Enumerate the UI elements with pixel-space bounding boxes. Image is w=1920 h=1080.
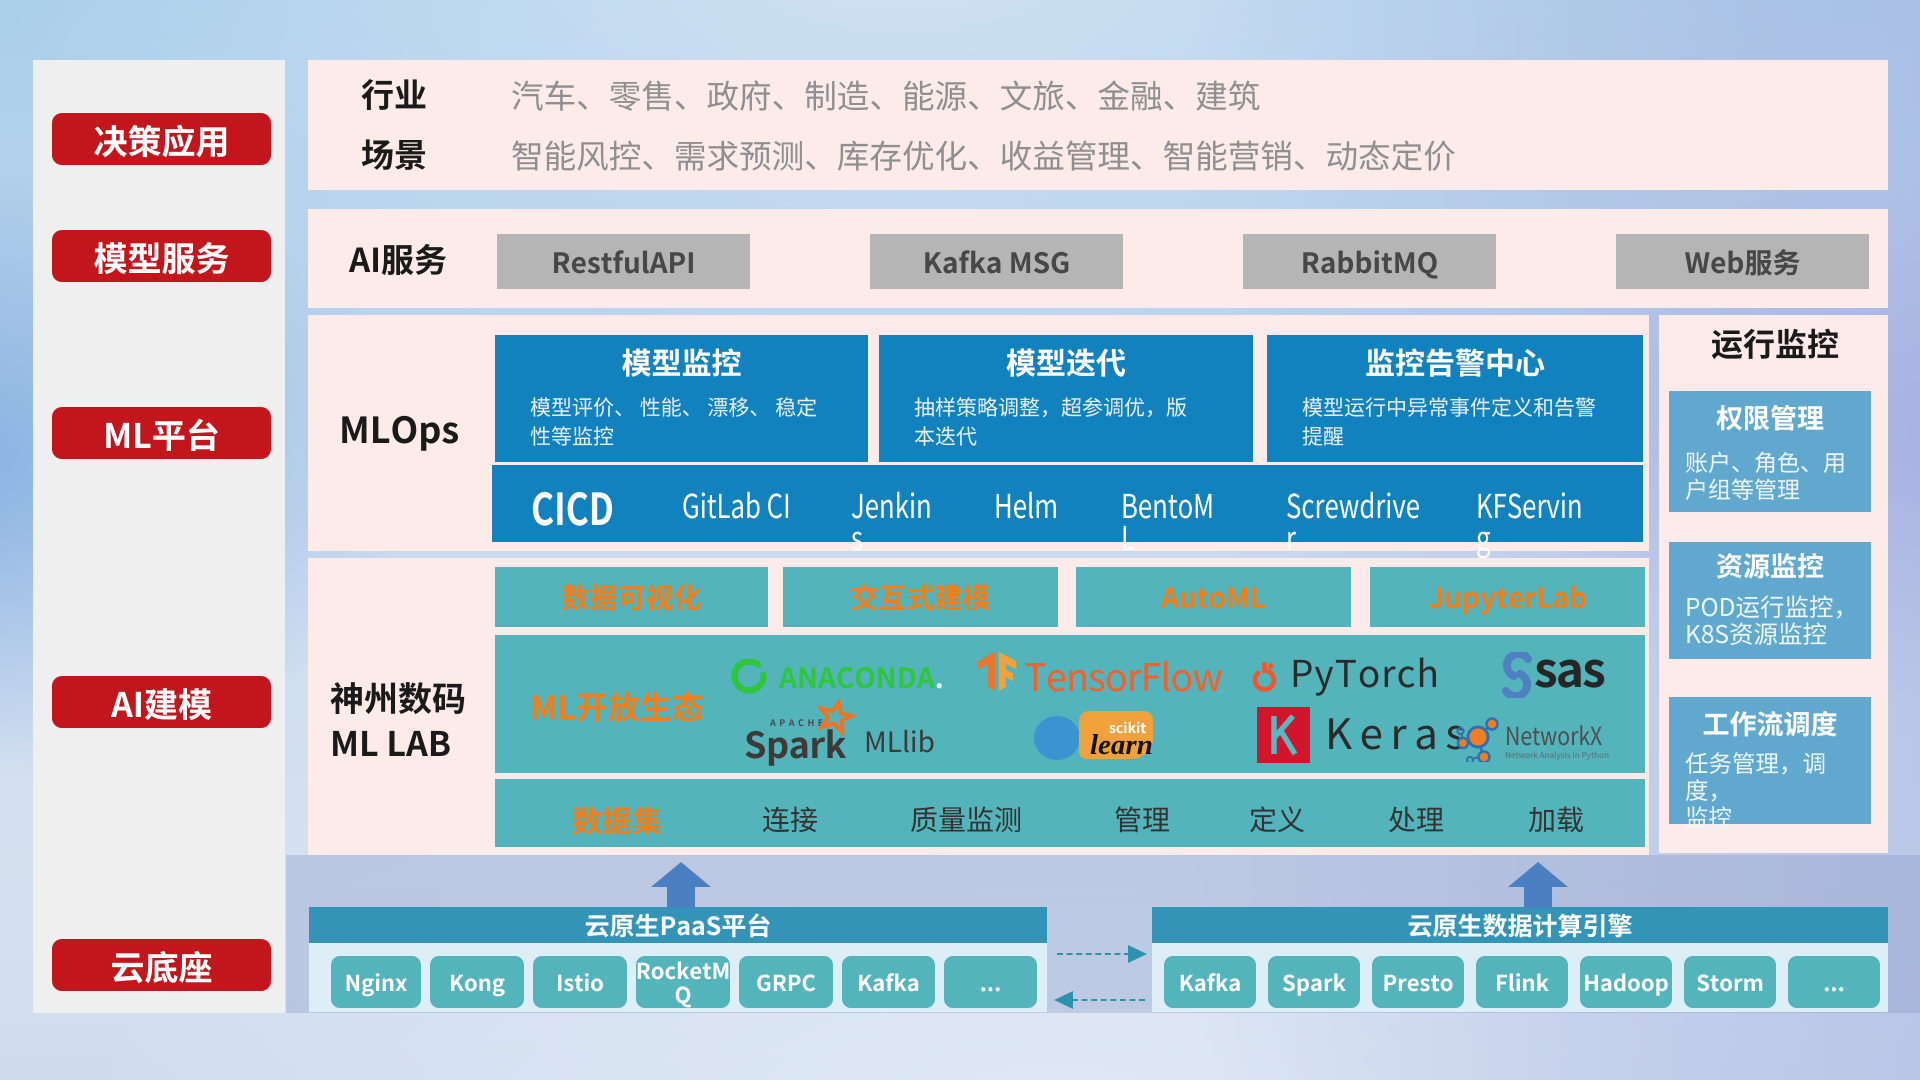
- svg-text:learn: learn: [1090, 729, 1153, 761]
- svg-text:scikit: scikit: [1109, 718, 1146, 738]
- svg-text:Network Analysis in Python: Network Analysis in Python: [1505, 749, 1609, 761]
